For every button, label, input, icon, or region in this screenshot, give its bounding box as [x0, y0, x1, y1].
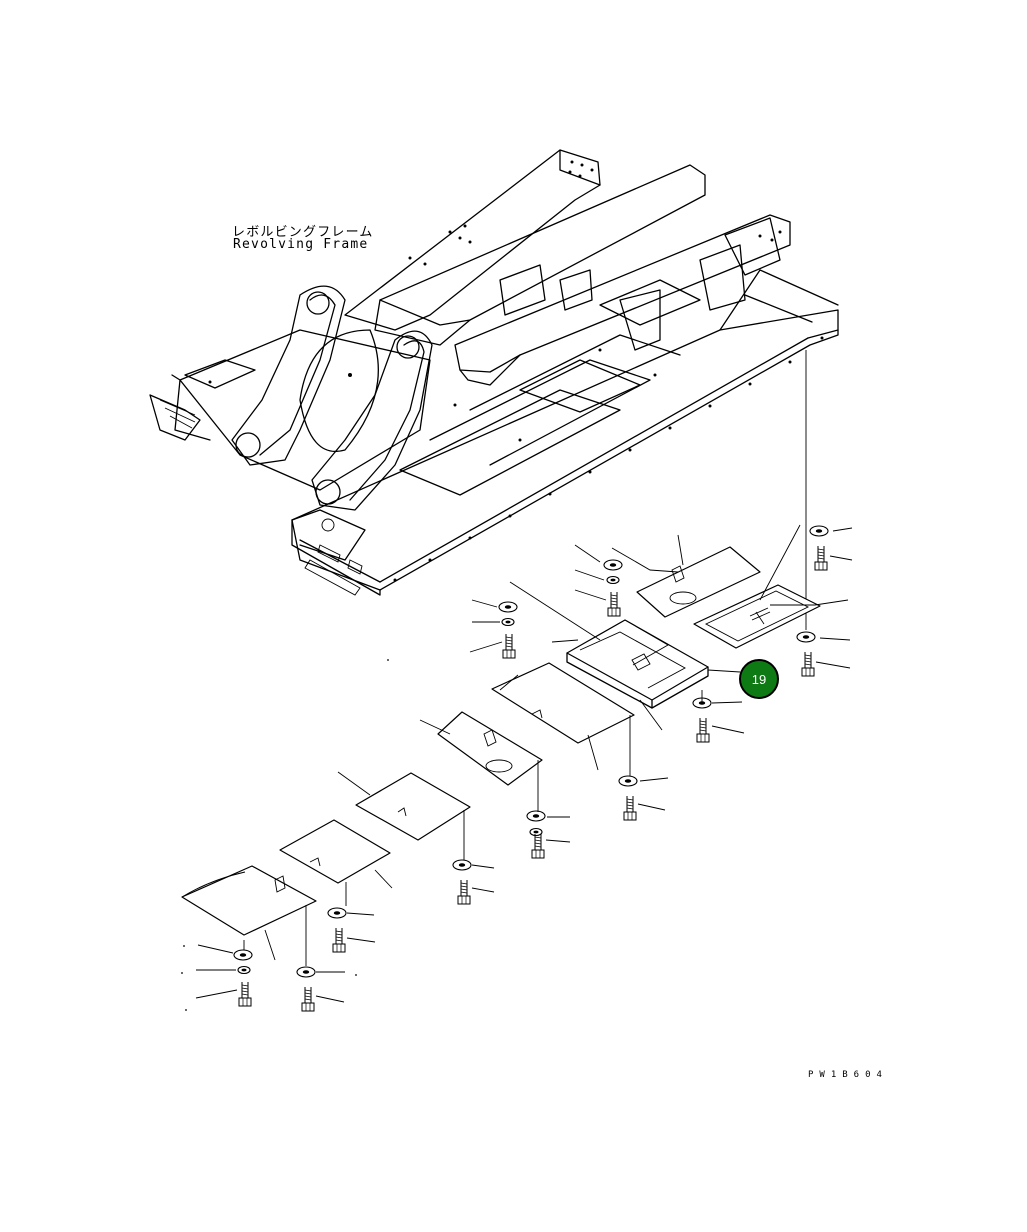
under-cover-7 [181, 865, 317, 936]
drawing-code: PW1B604 [808, 1070, 888, 1080]
under-cover-5 [355, 772, 471, 841]
revolving-frame [149, 149, 839, 596]
under-cover-6 [279, 819, 391, 884]
leader-lines [195, 524, 853, 1003]
frame-title-japanese: レボルビングフレーム [232, 225, 374, 240]
cover-plate-1 [636, 546, 761, 618]
cover-plate-2 [693, 584, 821, 649]
under-cover-center [566, 619, 709, 709]
under-cover-4 [437, 711, 543, 786]
under-cover-3 [491, 662, 635, 744]
part-callout-19[interactable]: 19 [739, 659, 779, 699]
frame-title-english: Revolving Frame [233, 237, 369, 252]
